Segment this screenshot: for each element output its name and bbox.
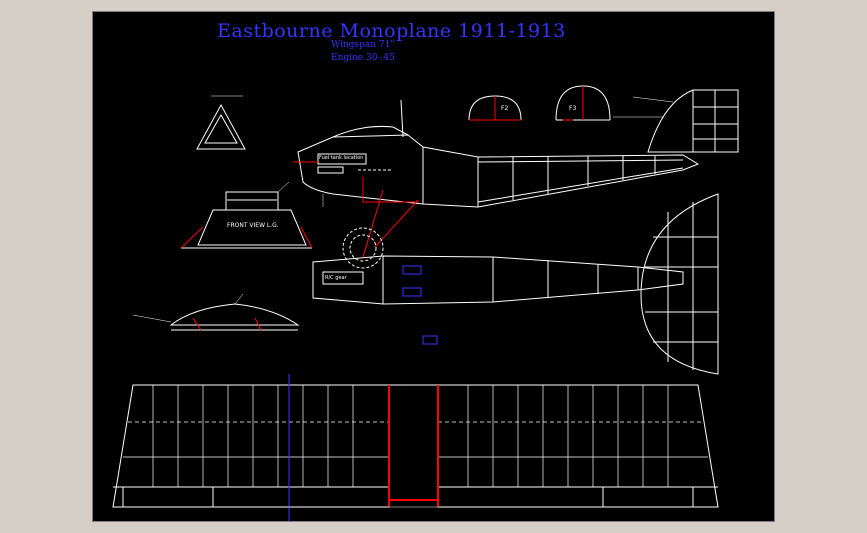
former-f3-label: F3 (569, 105, 577, 112)
former-f2 (468, 95, 522, 121)
former-f3 (555, 85, 611, 121)
wing-plan (112, 374, 719, 521)
cad-drawing-canvas[interactable]: Eastbourne Monoplane 1911-1913 Wingspan … (93, 12, 774, 521)
wing-section (132, 293, 300, 331)
front-view-landing-gear (180, 181, 313, 249)
fuselage-side-view (293, 99, 700, 258)
former-f2-label: F2 (501, 105, 509, 112)
drawing-title: Eastbourne Monoplane 1911-1913 (217, 20, 566, 42)
wheel (342, 227, 384, 269)
servo-label: R/C gear (325, 275, 347, 281)
fin-and-rudder (613, 89, 739, 153)
engine-label: Engine 30-.45 (331, 53, 395, 63)
front-view-label: FRONT VIEW L.G. (227, 222, 279, 229)
stabilizer-plan (640, 193, 719, 375)
fuel-tank-label: Fuel tank location (319, 155, 364, 161)
cabane-triangle (196, 95, 246, 150)
plan-drawing (112, 85, 739, 521)
wingspan-label: Wingspan 71" (331, 40, 395, 50)
fuselage-top-view (312, 255, 684, 345)
